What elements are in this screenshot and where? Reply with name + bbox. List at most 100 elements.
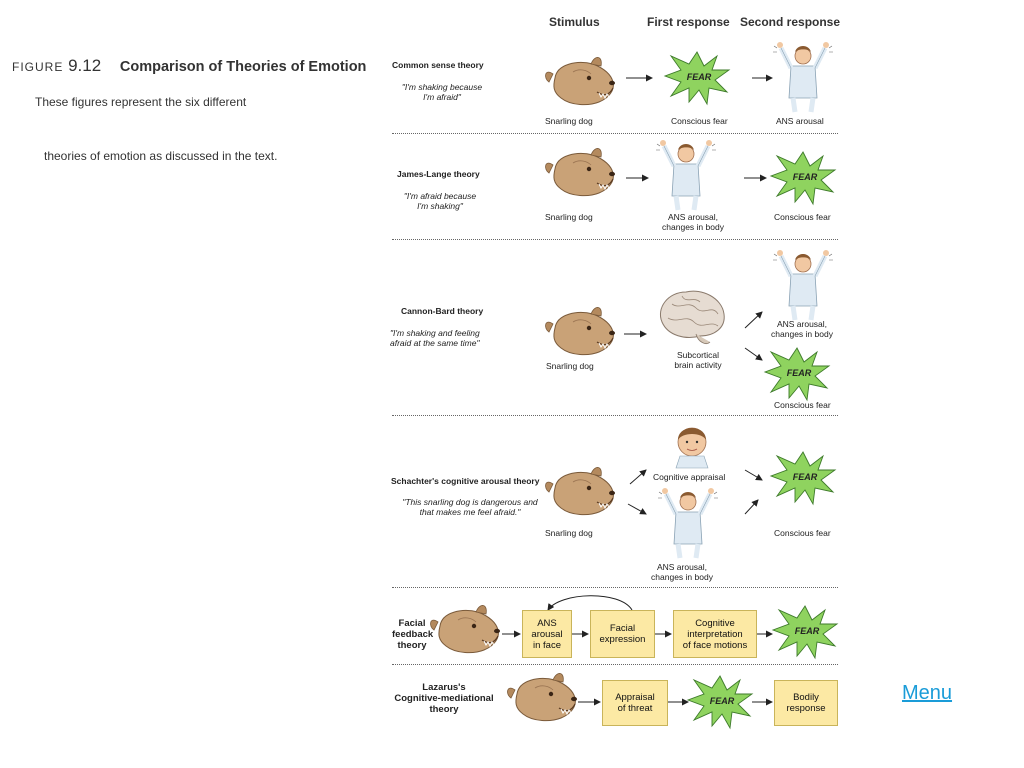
label-line: changes in body — [662, 222, 724, 232]
label-line: ANS arousal, — [776, 319, 828, 329]
divider — [392, 664, 838, 665]
arrow — [744, 469, 763, 481]
quote-line: I'm afraid" — [423, 92, 461, 102]
label-line: changes in body — [771, 329, 833, 339]
person-shaking-image — [658, 488, 718, 558]
figure-prefix: FIGURE — [12, 60, 64, 74]
fear-text: FEAR — [794, 626, 820, 636]
snarling-dog-image — [429, 604, 501, 654]
label-subcortical-brain: Subcortical brain activity — [665, 350, 731, 370]
figure-number: 9.12 — [68, 56, 102, 75]
label-conscious-fear: Conscious fear — [774, 528, 831, 538]
theory-james-lange-quote: "I'm afraid because I'm shaking" — [390, 191, 490, 211]
box-line: of face motions — [682, 639, 748, 651]
name-line: Cognitive-mediational — [394, 693, 494, 704]
divider — [392, 239, 838, 240]
fear-text: FEAR — [792, 472, 818, 482]
quote-line: "I'm afraid because — [403, 191, 477, 201]
theory-facial-feedback-name: Facial feedback theory — [392, 618, 434, 651]
box-ans-arousal-face: ANS arousal in face — [522, 610, 572, 658]
label-ans-arousal: ANS arousal — [776, 116, 824, 126]
label-cognitive-appraisal: Cognitive appraisal — [653, 472, 726, 482]
col-first-response: First response — [647, 15, 730, 29]
box-line: Cognitive — [695, 617, 735, 629]
theory-common-sense-quote: "I'm shaking because I'm afraid" — [392, 82, 492, 102]
arrow — [627, 503, 647, 515]
label-line: changes in body — [651, 572, 713, 582]
col-second-response: Second response — [740, 15, 841, 29]
label-snarling-dog: Snarling dog — [545, 116, 593, 126]
quote-line: I'm shaking" — [417, 201, 463, 211]
quote-line: afraid at the same time" — [390, 338, 480, 348]
theory-schachter-name: Schachter's cognitive arousal theory — [391, 476, 540, 486]
snarling-dog-image — [544, 147, 616, 197]
arrow — [744, 347, 763, 361]
box-line: Facial — [609, 623, 636, 634]
theory-cannon-bard-name: Cannon-Bard theory — [401, 306, 484, 316]
label-snarling-dog: Snarling dog — [546, 361, 594, 371]
caption-line-1: These figures represent the six differen… — [35, 95, 247, 109]
label-ans-arousal-body: ANS arousal, changes in body — [645, 562, 719, 582]
label-snarling-dog: Snarling dog — [545, 212, 593, 222]
arrow — [744, 311, 763, 329]
quote-line: "I'm shaking and feeling — [390, 328, 480, 338]
figure-label: FIGURE 9.12 Comparison of Theories of Em… — [12, 56, 366, 76]
label-line: Subcortical — [676, 350, 720, 360]
name-line: theory — [429, 704, 459, 715]
name-line: theory — [397, 640, 427, 651]
feedback-arrow — [547, 595, 633, 611]
col-stimulus: Stimulus — [549, 15, 600, 29]
divider — [392, 133, 838, 134]
person-shaking-image — [773, 42, 833, 112]
box-facial-expression: Facial expression — [590, 610, 655, 658]
box-line: expression — [599, 634, 646, 645]
label-line: ANS arousal, — [656, 562, 708, 572]
label-ans-arousal-body: ANS arousal, changes in body — [766, 319, 838, 339]
fear-text: FEAR — [686, 72, 712, 82]
quote-line: "This snarling dog is dangerous and — [402, 497, 538, 507]
box-line: Bodily — [793, 692, 819, 703]
name-line: Lazarus's — [422, 682, 466, 693]
fear-text: FEAR — [709, 696, 735, 706]
label-line: brain activity — [674, 360, 722, 370]
box-line: Appraisal — [615, 692, 655, 703]
person-shaking-image — [656, 140, 716, 210]
label-line: ANS arousal, — [667, 212, 719, 222]
box-bodily-response: Bodily response — [774, 680, 838, 726]
label-snarling-dog: Snarling dog — [545, 528, 593, 538]
box-line: response — [786, 703, 826, 714]
box-line: interpretation — [687, 628, 743, 640]
snarling-dog-image — [544, 306, 616, 356]
name-line: feedback — [392, 629, 434, 640]
box-appraisal-threat: Appraisal of threat — [602, 680, 668, 726]
name-line: Facial — [398, 618, 426, 629]
person-thinking-image — [675, 427, 709, 469]
person-shaking-image — [773, 250, 833, 320]
menu-link[interactable]: Menu — [902, 682, 953, 704]
label-conscious-fear: Conscious fear — [774, 400, 831, 410]
divider — [392, 587, 838, 588]
theory-lazarus-name: Lazarus's Cognitive-mediational theory — [388, 682, 500, 715]
theory-cannon-bard-quote: "I'm shaking and feeling afraid at the s… — [390, 328, 504, 348]
box-line: of threat — [617, 703, 653, 714]
quote-line: that makes me feel afraid." — [419, 507, 521, 517]
label-conscious-fear: Conscious fear — [671, 116, 728, 126]
caption-line-2: theories of emotion as discussed in the … — [44, 149, 278, 163]
theory-james-lange-name: James-Lange theory — [397, 169, 480, 179]
arrow — [744, 499, 759, 515]
theory-common-sense-name: Common sense theory — [392, 60, 484, 70]
arrow — [629, 469, 647, 485]
box-line: ANS — [537, 617, 557, 629]
snarling-dog-image — [506, 672, 578, 722]
quote-line: "I'm shaking because — [401, 82, 483, 92]
divider — [392, 415, 838, 416]
snarling-dog-image — [544, 56, 616, 106]
snarling-dog-image — [544, 466, 616, 516]
brain-image — [659, 290, 725, 345]
